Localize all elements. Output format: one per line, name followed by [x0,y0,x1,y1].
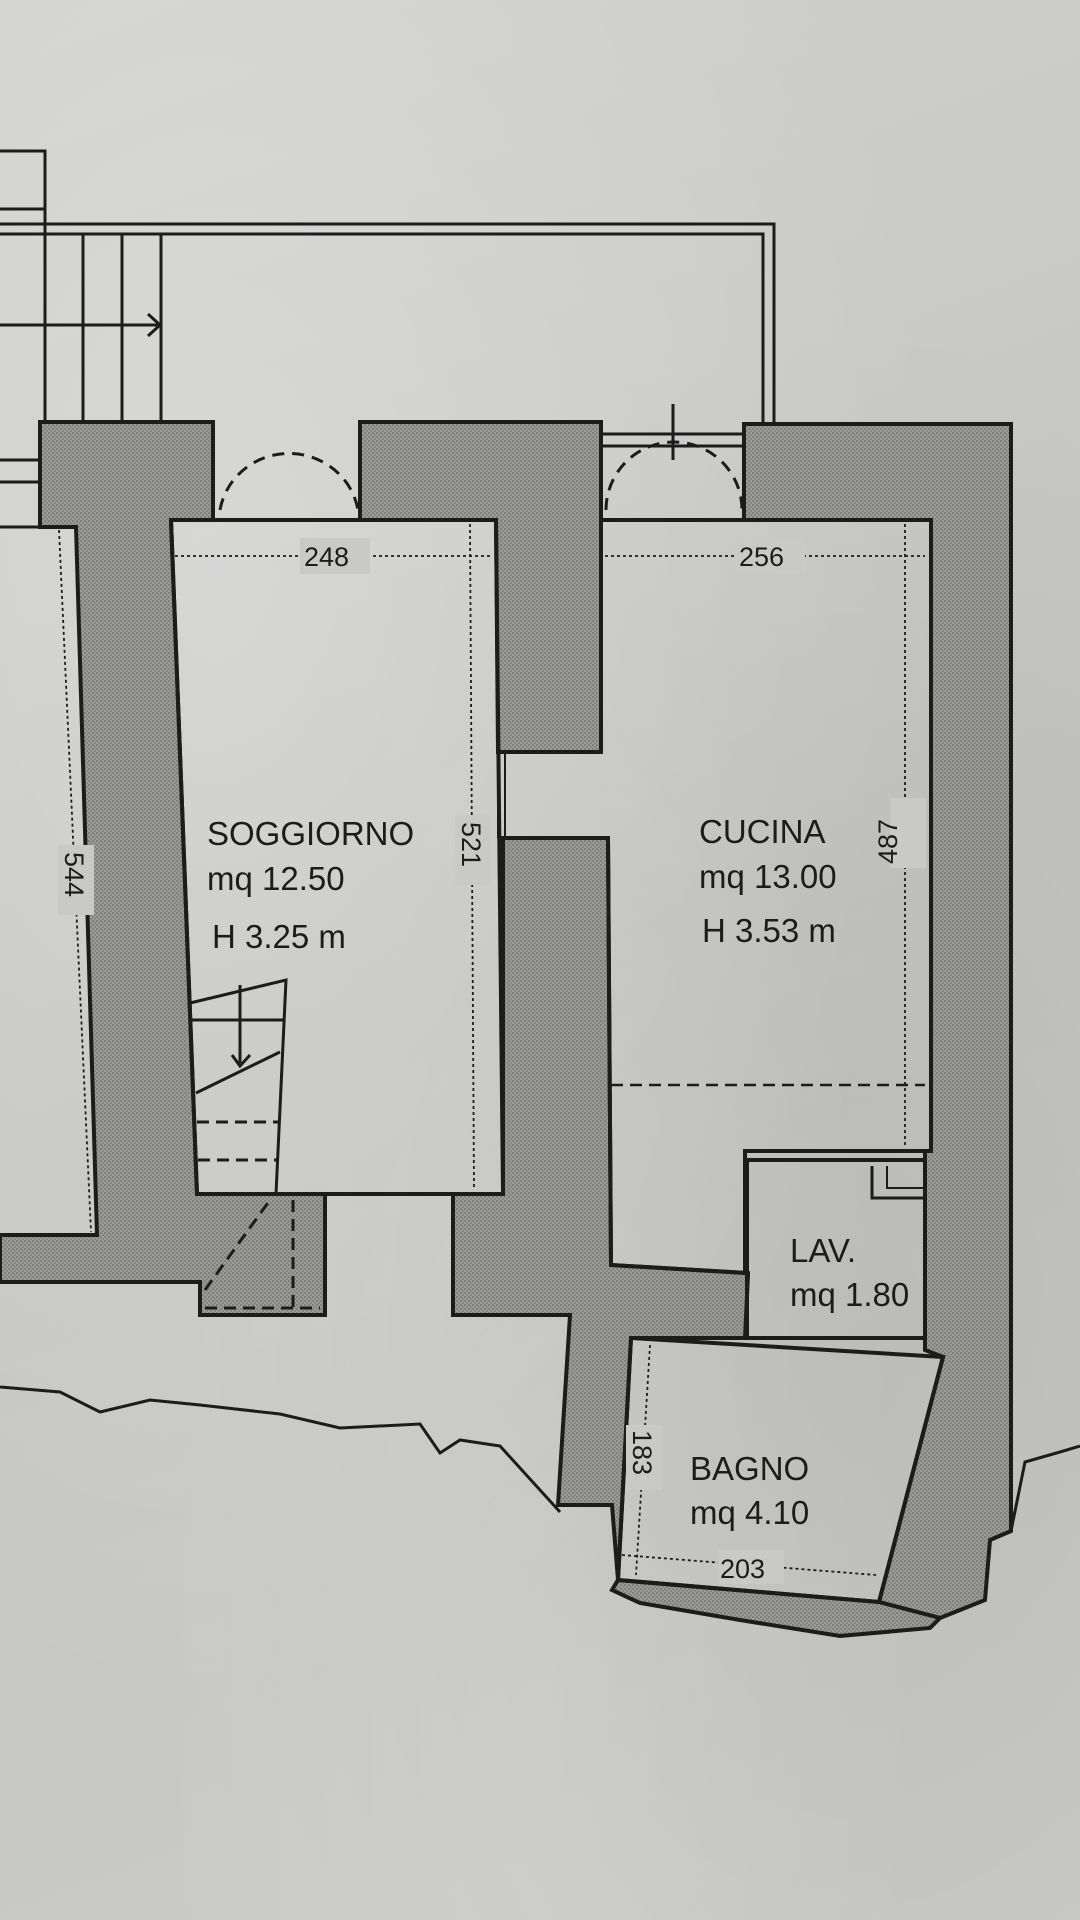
svg-text:183: 183 [627,1430,657,1475]
svg-text:203: 203 [720,1554,765,1584]
room-cucina [601,518,933,1276]
label-lav: LAV. mq 1.80 [790,1232,909,1313]
door-cucina[interactable] [601,404,744,511]
svg-text:BAGNO: BAGNO [690,1450,809,1487]
svg-text:mq 12.50: mq 12.50 [207,860,345,897]
svg-text:544: 544 [59,852,89,897]
ground-line [0,1385,562,1514]
label-soggiorno: SOGGIORNO mq 12.50 H 3.25 m [207,815,414,955]
svg-text:256: 256 [739,542,784,572]
external-stair [0,149,163,422]
room-soggiorno [168,518,506,1196]
svg-text:248: 248 [304,542,349,572]
label-cucina: CUCINA mq 13.00 H 3.53 m [699,813,837,949]
room-bagno [615,1335,946,1605]
svg-text:H 3.25 m: H 3.25 m [212,918,346,955]
svg-text:mq 13.00: mq 13.00 [699,858,837,895]
label-bagno: BAGNO mq 4.10 [690,1450,809,1531]
svg-text:mq 1.80: mq 1.80 [790,1276,909,1313]
room-lav [745,1158,927,1340]
svg-text:521: 521 [456,822,486,867]
door-soggiorno[interactable] [213,452,360,522]
svg-text:mq 4.10: mq 4.10 [690,1494,809,1531]
svg-text:CUCINA: CUCINA [699,813,826,850]
ground-line-right [1009,1444,1080,1532]
svg-text:H 3.53 m: H 3.53 m [702,912,836,949]
svg-text:LAV.: LAV. [790,1232,856,1269]
dimension-labels: 248 256 521 487 544 183 203 [58,538,926,1584]
svg-text:487: 487 [873,819,903,864]
terrace [0,222,776,422]
svg-text:SOGGIORNO: SOGGIORNO [207,815,414,852]
